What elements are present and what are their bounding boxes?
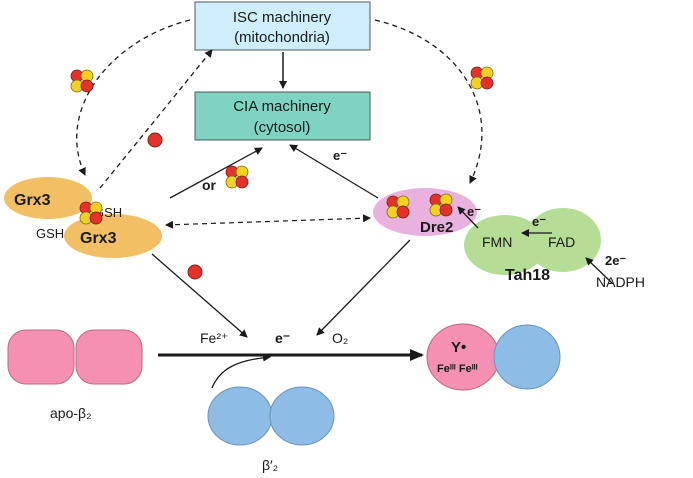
diferric-label: Feᴵᴵᴵ Feᴵᴵᴵ — [437, 363, 478, 375]
product-blue-subunit — [493, 324, 561, 390]
beta-prime-curved-arrow — [211, 353, 271, 389]
dre2-cia-electron: e⁻ — [333, 148, 347, 163]
fes-cluster-dre2-left — [386, 195, 410, 219]
fe-dot-upper — [147, 132, 163, 148]
fes-cluster-or — [225, 165, 249, 189]
product-pink-subunit — [426, 323, 500, 391]
o2-label: O₂ — [332, 330, 348, 346]
fes-cluster-top-right — [470, 66, 494, 90]
fes-cluster-grx3 — [79, 201, 103, 225]
grx3-bottom-label: Grx3 — [80, 230, 117, 247]
or-label: or — [202, 177, 217, 193]
fmn-dre2-electron: e⁻ — [467, 204, 481, 219]
fes-cluster-dre2-right — [429, 193, 453, 217]
grx3-to-cia-arrow — [169, 147, 263, 199]
fe-dot-lower — [187, 264, 203, 280]
fes-cluster-top-left — [70, 69, 94, 93]
cia-line1: CIA machinery — [233, 98, 331, 115]
cia-line2: (cytosol) — [254, 119, 311, 136]
isc-to-dre2-dashed-arrow — [374, 19, 483, 184]
tah18-fad-blob — [525, 208, 601, 272]
tyrosyl-radical-label: Y• — [451, 339, 466, 356]
center-electron: e⁻ — [275, 330, 290, 346]
gsh-left-label: GSH — [36, 226, 64, 241]
dre2-to-cia-arrow — [289, 144, 379, 199]
grx3-to-isc-dashed-arrow — [99, 49, 213, 189]
fad-label: FAD — [548, 234, 575, 250]
fe2-label: Fe²⁺ — [200, 330, 228, 346]
grx3-dre2-dashed-arrow — [165, 214, 371, 229]
beta-prime2-label: β′₂ — [262, 457, 278, 473]
tah18-label: Tah18 — [505, 267, 550, 284]
fad-fmn-electron: e⁻ — [532, 214, 546, 229]
fmn-to-dre2-arrow — [457, 206, 479, 229]
fmn-label: FMN — [482, 234, 512, 250]
beta-prime-subunit-right — [269, 386, 335, 446]
apo-beta2-subunit-left — [7, 329, 75, 385]
dre2-label: Dre2 — [420, 219, 453, 236]
isc-machinery-box — [194, 1, 371, 51]
grx3-top-label: Grx3 — [14, 192, 51, 209]
isc-line1: ISC machinery — [233, 9, 332, 26]
nadph-label: NADPH — [596, 274, 645, 290]
grx3-to-reaction-arrow — [151, 253, 248, 338]
isc-to-grx3-dashed-arrow — [76, 19, 191, 176]
dre2-to-reaction-arrow — [316, 239, 411, 336]
nadph-electron: 2e⁻ — [605, 253, 626, 268]
grx3-top-blob — [4, 177, 92, 219]
grx3-bottom-blob — [64, 214, 162, 258]
isc-line2: (mitochondria) — [234, 29, 330, 46]
nadph-to-fad-arrow — [585, 257, 613, 284]
apo-beta2-label: apo-β₂ — [50, 405, 92, 421]
beta-prime-subunit-left — [207, 386, 273, 446]
apo-beta2-subunit-right — [75, 329, 143, 385]
cia-machinery-box — [194, 91, 371, 141]
